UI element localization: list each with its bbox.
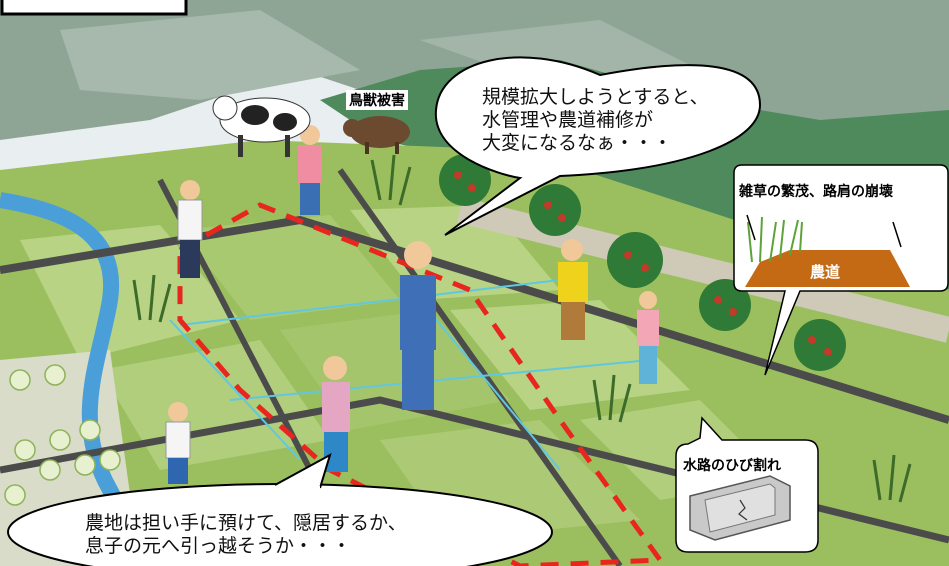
weeds: [132, 154, 912, 503]
top-speech-text: 規模拡大しようとすると、 水管理や農道補修が 大変になるなぁ・・・: [482, 86, 709, 156]
farm-road-label: 農道: [810, 263, 841, 281]
top-speech-line-1: 規模拡大しようとすると、: [482, 86, 709, 108]
bottom-speech-text: 農地は担い手に預けて、隠居するか、 息子の元へ引っ越そうか・・・: [85, 512, 407, 558]
farmer-figures: [165, 125, 659, 484]
speech-bubble-top: [434, 56, 762, 236]
channel-cracks-label: 水路のひび割れ: [683, 458, 781, 474]
bottom-speech-line-1: 農地は担い手に預けて、隠居するか、: [85, 512, 407, 534]
bottom-speech-line-2: 息子の元へ引っ越そうか・・・: [85, 535, 352, 558]
u-channel-icon: [689, 475, 791, 541]
wildlife-damage-label: 鳥獣被害: [346, 90, 408, 110]
cabbage-field: [4, 364, 121, 506]
wild-boar: [343, 116, 410, 154]
callout-weeds: [747, 216, 803, 263]
weeds-shoulder-label: 雑草の繁茂、路肩の崩壊: [739, 184, 893, 200]
farm-road-section: [745, 250, 910, 287]
top-speech-line-3: 大変になるなぁ・・・: [482, 132, 673, 155]
cow: [212, 95, 311, 157]
top-speech-line-2: 水管理や農道補修が: [482, 109, 654, 132]
fruit-trees: [439, 154, 846, 371]
title-box: [0, 0, 188, 16]
